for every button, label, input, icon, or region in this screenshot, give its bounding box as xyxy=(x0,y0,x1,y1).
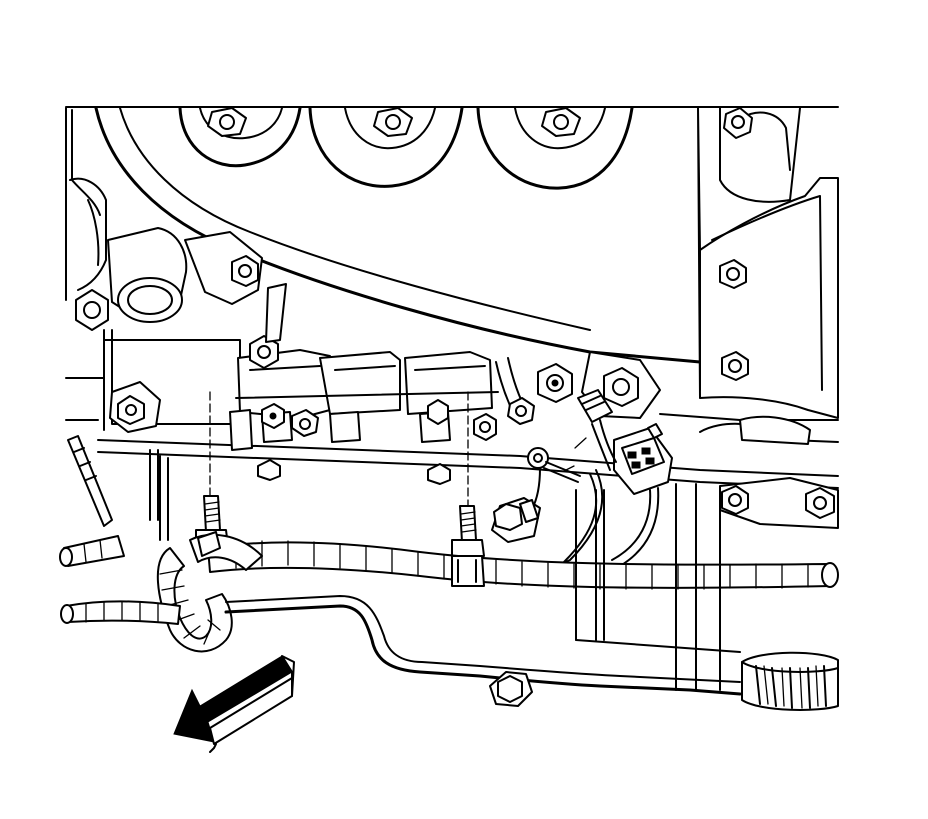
engine-block xyxy=(65,106,839,489)
top-bolt-1 xyxy=(207,107,247,137)
left-bolt xyxy=(75,289,109,331)
rail-bolt-5 xyxy=(473,413,497,441)
rail-bolt-1 xyxy=(249,283,287,369)
electrical-connector xyxy=(613,423,673,495)
wiring-harness xyxy=(59,435,839,653)
fuel-injector-rail xyxy=(229,283,535,451)
drain-plug xyxy=(489,671,533,707)
exhaust-manifold-heat-shield xyxy=(659,107,839,529)
rail-bolt-2 xyxy=(261,403,285,429)
shield-bolt-2 xyxy=(721,351,749,381)
oil-filter xyxy=(741,651,839,711)
top-bolt-2 xyxy=(373,107,413,137)
front-arrow-icon xyxy=(173,655,295,753)
shield-bolt-top xyxy=(723,107,753,139)
lower-right-bolt-2 xyxy=(805,487,835,519)
nut-right-1 xyxy=(537,363,573,403)
stud-bolt-right xyxy=(451,505,485,559)
tube-fitting xyxy=(507,397,535,425)
ring-terminal xyxy=(527,437,587,483)
sensor-wires xyxy=(527,419,660,569)
rail-bolt-3 xyxy=(291,409,319,437)
shield-bolt-1 xyxy=(719,259,747,289)
nut-right-2 xyxy=(603,367,639,407)
center-bolt xyxy=(491,497,541,543)
top-bolt-3 xyxy=(541,107,581,137)
left-lower-bolt xyxy=(109,381,161,433)
oil-pan xyxy=(159,455,742,707)
bracket-bolt xyxy=(231,255,259,287)
sensor-connector xyxy=(577,389,613,423)
upper-right-fasteners xyxy=(537,351,661,423)
lower-right-bolt-1 xyxy=(721,485,749,515)
rail-bolt-4 xyxy=(427,399,449,425)
